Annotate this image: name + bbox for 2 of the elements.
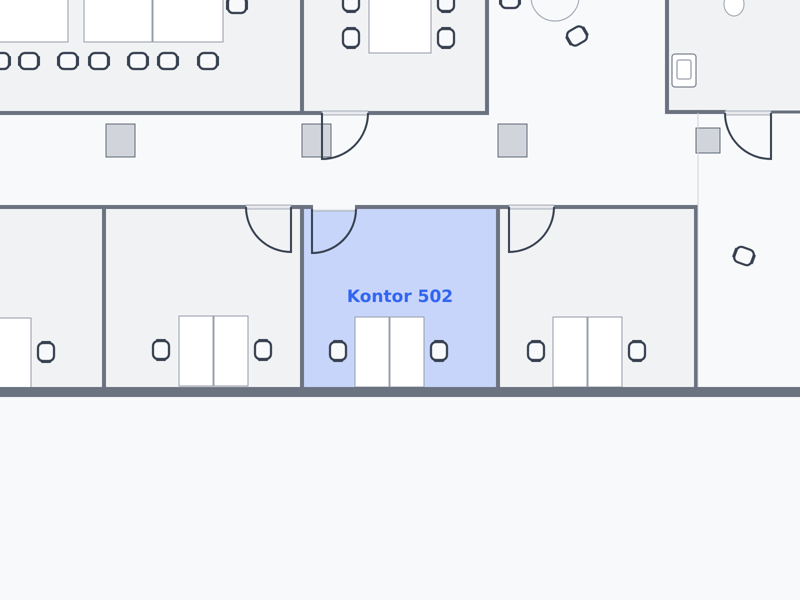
highlighted-office-room xyxy=(304,209,496,387)
room-label: Kontor 502 xyxy=(346,287,454,307)
